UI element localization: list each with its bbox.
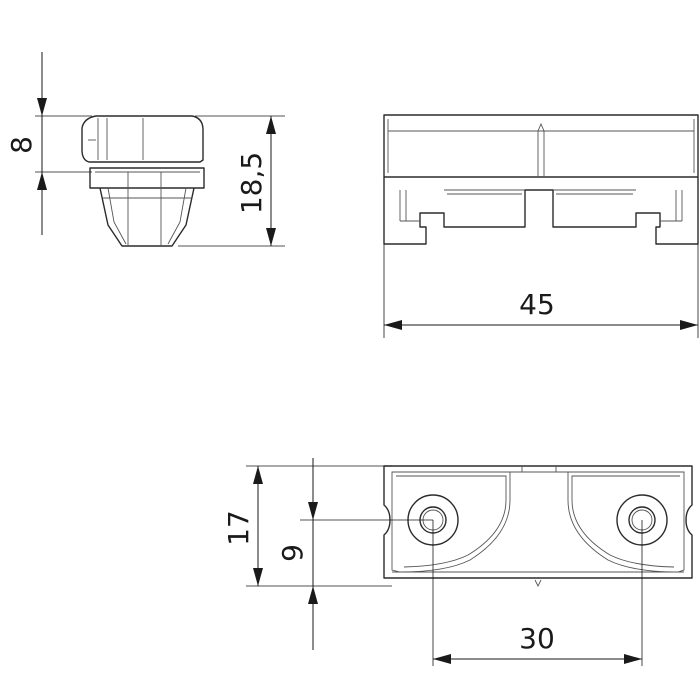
front-view	[383, 114, 699, 245]
dimension-label-total-height: 18,5	[235, 152, 268, 214]
dimension-length: 45	[383, 244, 699, 338]
side-view	[81, 115, 205, 247]
dimension-label-top-height: 8	[5, 136, 38, 154]
dimension-total-height: 18,5	[178, 115, 285, 247]
dimension-label-hole-spacing: 30	[519, 622, 555, 655]
dimension-label-hole-offset: 9	[276, 544, 309, 562]
top-view	[383, 465, 693, 588]
dimension-width: 17	[222, 465, 392, 587]
dimension-label-width: 17	[222, 510, 255, 546]
dimension-hole-spacing: 30	[432, 520, 643, 666]
dimension-top-height: 8	[5, 52, 92, 235]
dimension-hole-offset: 9	[276, 458, 433, 650]
dimension-label-length: 45	[519, 288, 555, 321]
